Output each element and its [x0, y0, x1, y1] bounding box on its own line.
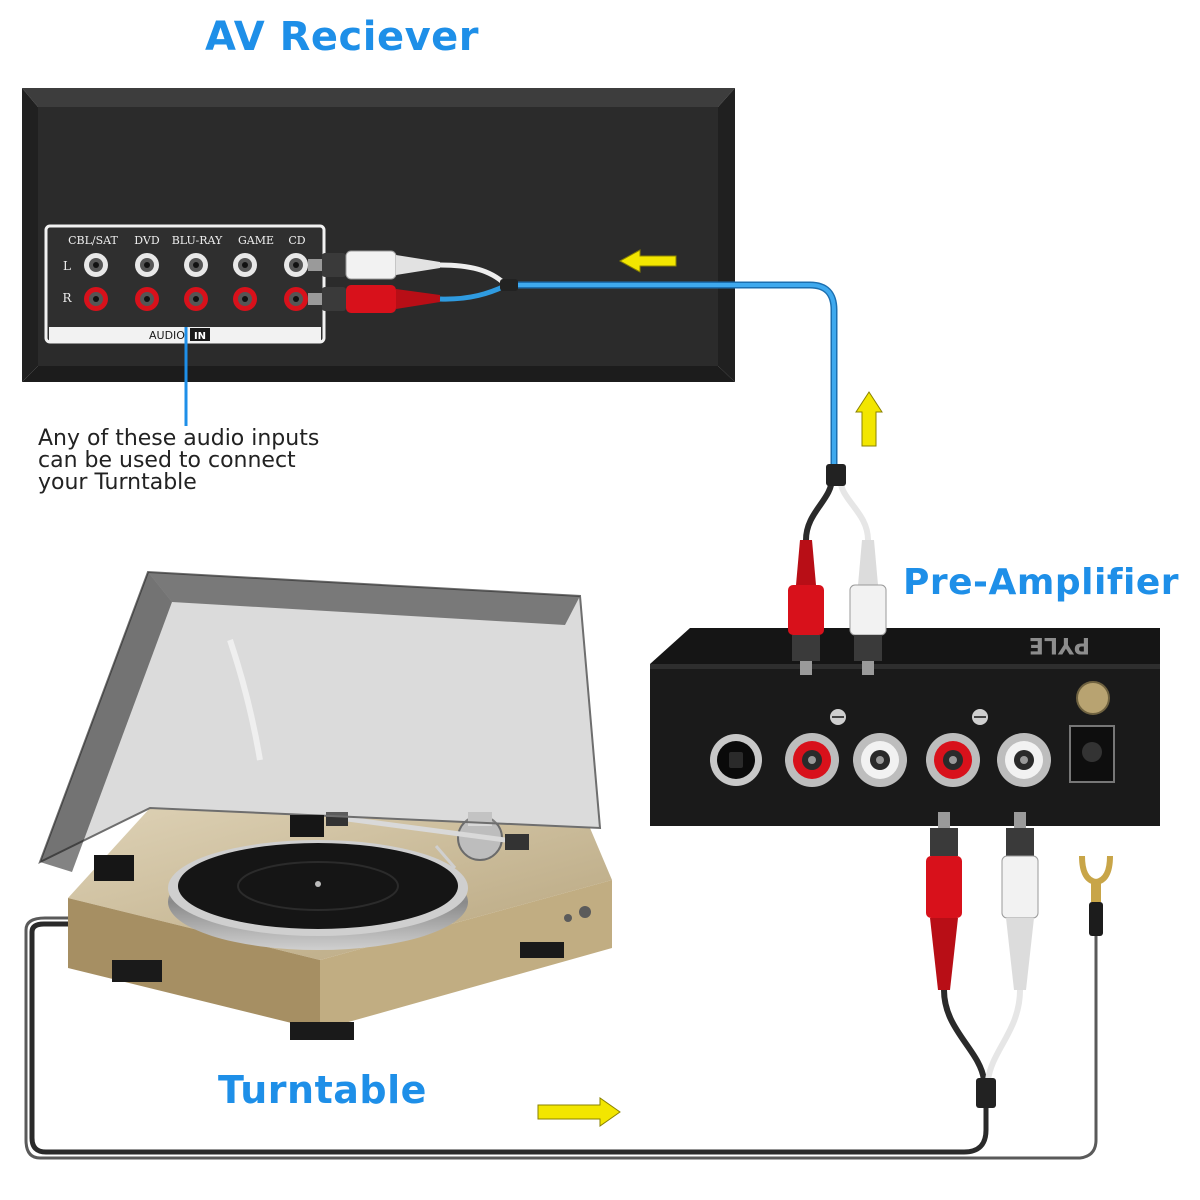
dust-cover-hinge-1 [94, 855, 134, 881]
ground-spade-connector [1079, 855, 1113, 936]
rca-jack-l-cd [284, 253, 308, 277]
rca-jack-r-cblsat [84, 287, 108, 311]
turntable-foot-3 [520, 942, 564, 958]
preamp-jack-white-2 [997, 733, 1051, 787]
preamp-top [650, 628, 1160, 664]
receiver-bottom [22, 366, 735, 382]
turntable-cable-black [941, 989, 987, 1081]
rca-plug-white-preamp-in [1001, 812, 1039, 990]
arrow-right-icon [537, 1097, 621, 1127]
preamp-power-switch [710, 734, 762, 786]
turntable-front-side [68, 898, 320, 1030]
arrow-left-icon [618, 249, 677, 273]
turntable-cable-white [985, 989, 1023, 1081]
turntable-spindle [315, 881, 321, 887]
preamp-screw-1 [830, 709, 846, 725]
note-line-2: can be used to connect [38, 448, 296, 473]
preamp-brand: PYLE [1029, 632, 1090, 657]
cable-splitter-receiver [500, 279, 518, 291]
preamp-out-cable-white [837, 477, 871, 541]
turntable-foot-2 [290, 1022, 354, 1040]
rca-jack-l-cblsat [84, 253, 108, 277]
arrow-up-icon [855, 391, 883, 447]
rca-jack-l-game [233, 253, 257, 277]
preamp-jack-white-1 [853, 733, 907, 787]
input-label-bluray: BLU-RAY [172, 234, 223, 247]
title-turntable: Turntable [218, 1068, 427, 1112]
rca-jack-r-cd [284, 287, 308, 311]
input-label-game: GAME [238, 234, 274, 247]
turntable [38, 570, 612, 1040]
receiver-top [22, 88, 735, 107]
preamp-jack-red-2 [926, 733, 980, 787]
note-line-3: your Turntable [38, 470, 197, 495]
panel-section-badge [190, 328, 210, 341]
row-label-l: L [63, 259, 71, 273]
panel-section-label: AUDIO [149, 329, 185, 342]
ground-wire [24, 916, 1098, 1160]
preamp-screw-2 [972, 709, 988, 725]
svg-text:IN: IN [194, 331, 206, 342]
rca-jack-r-game [233, 287, 257, 311]
turntable-knob [579, 906, 591, 918]
input-label-dvd: DVD [134, 234, 160, 247]
preamp-ground-screw [1076, 681, 1110, 715]
pre-amplifier: PYLE [650, 628, 1160, 826]
dust-cover-hinge-2 [290, 815, 324, 837]
title-pre-amplifier: Pre-Amplifier [903, 562, 1179, 603]
av-receiver: AUDIO IN CBL/SAT DVD BLU-RAY GAME CD L R [22, 88, 735, 382]
title-av-receiver: AV Reciever [205, 14, 480, 60]
rca-plug-white-preamp-out [849, 540, 887, 675]
turntable-dust-cover [38, 570, 602, 865]
turntable-signal-cable [29, 921, 989, 1155]
cable-splitter-preamp-bottom [976, 1078, 996, 1108]
rca-plug-red-preamp-in [926, 812, 962, 990]
rca-jack-r-dvd [135, 287, 159, 311]
input-label-cblsat: CBL/SAT [68, 234, 118, 247]
note-line-1: Any of these audio inputs [38, 426, 320, 451]
rca-jack-l-bluray [184, 253, 208, 277]
row-label-r: R [62, 291, 72, 305]
rca-jack-l-dvd [135, 253, 159, 277]
rca-jack-r-bluray [184, 287, 208, 311]
audio-inputs-note: Any of these audio inputs can be used to… [38, 428, 319, 494]
preamp-out-cable-black [803, 477, 835, 541]
cable-splitter-preamp-top [826, 464, 846, 486]
receiver-input-panel: AUDIO IN CBL/SAT DVD BLU-RAY GAME CD L R [44, 224, 326, 344]
preamp-jack-red-1 [785, 733, 839, 787]
turntable-tonearm [326, 812, 529, 869]
rca-plug-red-preamp-out [788, 540, 824, 675]
receiver-right-side [718, 88, 735, 382]
turntable-right-side [320, 880, 612, 1030]
turntable-foot-1 [112, 960, 162, 982]
input-label-cd: CD [288, 234, 305, 247]
receiver-left-side [22, 88, 38, 382]
preamp-dc-jack [1069, 725, 1115, 783]
rca-plug-white-receiver [308, 250, 440, 280]
rca-plug-red-receiver [308, 285, 440, 313]
